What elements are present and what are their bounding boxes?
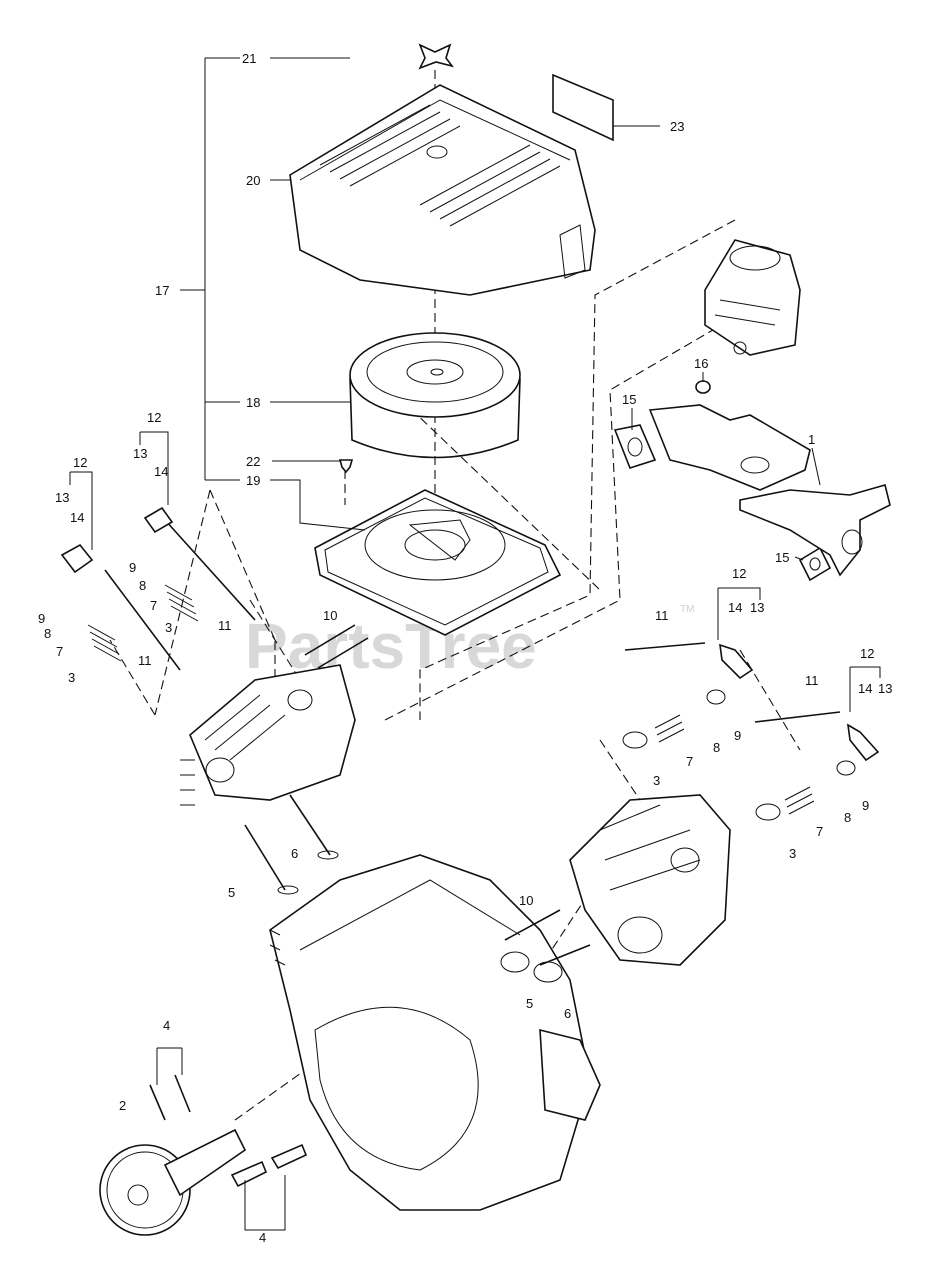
- callout-8-left-upper: 8: [139, 578, 146, 593]
- part-16-ring: [695, 380, 711, 394]
- callout-16: 16: [694, 356, 708, 371]
- part-22-screw: [338, 459, 354, 474]
- callout-15-bottom: 15: [775, 550, 789, 565]
- callout-11-right-lower: 11: [805, 673, 819, 688]
- callout-13-right-lower: 13: [878, 681, 892, 696]
- callout-22: 22: [246, 454, 260, 469]
- part-19-base: [314, 489, 562, 636]
- leader-lines: [69, 57, 881, 1231]
- callout-7-right-lower: 7: [816, 824, 823, 839]
- left-valve-parts: [60, 506, 369, 895]
- callout-11-right-upper: 11: [655, 608, 669, 623]
- callout-13-left-upper: 13: [133, 446, 147, 461]
- callout-9-right-upper: 9: [734, 728, 741, 743]
- callout-10-left: 10: [323, 608, 337, 623]
- part-1-manifold: [648, 404, 891, 577]
- callout-7-left-lower: 7: [56, 644, 63, 659]
- callout-15-top: 15: [622, 392, 636, 407]
- callout-11-left-lower: 11: [138, 653, 152, 668]
- watermark-text: PartsTree: [245, 610, 537, 682]
- callout-10-right: 10: [519, 893, 533, 908]
- callout-18: 18: [246, 395, 260, 410]
- callout-23: 23: [670, 119, 684, 134]
- callout-12-right-upper: 12: [732, 566, 746, 581]
- callout-17: 17: [155, 283, 169, 298]
- callout-14-left-lower: 14: [70, 510, 84, 525]
- watermark-trademark: TM: [680, 604, 694, 615]
- callout-19: 19: [246, 473, 260, 488]
- callout-6-left: 6: [291, 846, 298, 861]
- callout-8-left-lower: 8: [44, 626, 51, 641]
- callout-14-right-lower: 14: [858, 681, 872, 696]
- callout-8-right-upper: 8: [713, 740, 720, 755]
- part-15-gasket-a: [613, 424, 657, 469]
- callout-7-left-upper: 7: [150, 598, 157, 613]
- callout-21: 21: [242, 51, 256, 66]
- callout-5-left: 5: [228, 885, 235, 900]
- callout-12-right-lower: 12: [860, 646, 874, 661]
- right-valve-parts: [500, 642, 880, 983]
- callout-6-right: 6: [564, 1006, 571, 1021]
- callout-14-left-upper: 14: [154, 464, 168, 479]
- callout-labels: 21 20 23 17 18 22 19 16 15 1 15 12 13 14…: [38, 51, 892, 1245]
- callout-11-left-upper: 11: [218, 618, 232, 633]
- callout-4-top: 4: [163, 1018, 170, 1033]
- part-23-label: [552, 73, 614, 142]
- callout-13-right-upper: 13: [750, 600, 764, 615]
- part-21-knob: [418, 43, 454, 70]
- callout-9-right-lower: 9: [862, 798, 869, 813]
- callout-12-left-lower: 12: [73, 455, 87, 470]
- left-cylinder-head: [180, 664, 356, 806]
- callout-5-right: 5: [526, 996, 533, 1011]
- callout-13-left-lower: 13: [55, 490, 69, 505]
- callout-20: 20: [246, 173, 260, 188]
- callout-2: 2: [119, 1098, 126, 1113]
- part-18-filter: [349, 332, 521, 459]
- callout-3-right-lower: 3: [789, 846, 796, 861]
- callout-3-left-lower: 3: [68, 670, 75, 685]
- carburetor: [704, 239, 801, 356]
- callout-7-right-upper: 7: [686, 754, 693, 769]
- part-20-cover: [289, 84, 596, 296]
- crankcase: [269, 854, 601, 1211]
- callout-14-right-upper: 14: [728, 600, 742, 615]
- callout-3-left-upper: 3: [165, 620, 172, 635]
- part-15-gasket-b: [798, 546, 832, 582]
- callout-8-right-lower: 8: [844, 810, 851, 825]
- right-cylinder-head: [569, 794, 731, 966]
- callout-9-left-upper: 9: [129, 560, 136, 575]
- camshaft-assembly: [99, 1074, 308, 1236]
- callout-1: 1: [808, 432, 815, 447]
- callout-3-right-upper: 3: [653, 773, 660, 788]
- callout-9-left-lower: 9: [38, 611, 45, 626]
- callout-12-left-upper: 12: [147, 410, 161, 425]
- callout-4-bottom: 4: [259, 1230, 266, 1245]
